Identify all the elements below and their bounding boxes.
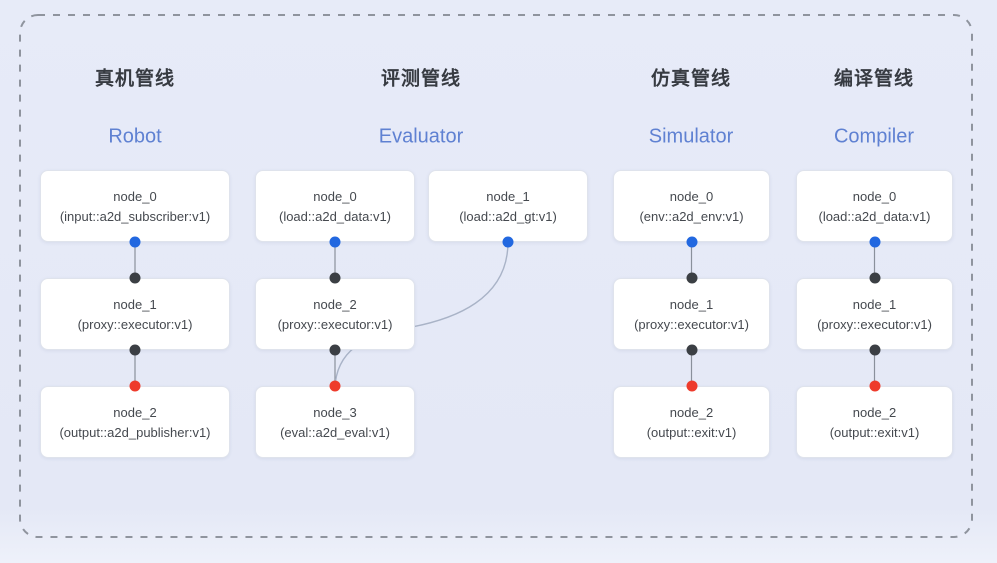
black-port-dot <box>129 344 141 356</box>
node-type: (output::exit:v1) <box>646 424 737 440</box>
node-box-eval-node-2: node_2(proxy::executor:v1) <box>255 278 415 350</box>
node-name: node_3 <box>313 404 357 420</box>
node-type: (proxy::executor:v1) <box>817 316 932 332</box>
node-box-eval-node-3: node_3(eval::a2d_eval:v1) <box>255 386 415 458</box>
blue-port-dot <box>129 236 141 248</box>
red-port-dot <box>329 380 341 392</box>
black-port-dot <box>329 272 341 284</box>
red-port-dot <box>869 380 880 392</box>
node-box-comp-node-1: node_1(proxy::executor:v1) <box>796 278 953 350</box>
pipeline-title-en-robot: Robot <box>108 125 162 148</box>
pipeline-title-zh-compiler: 编译管线 <box>833 68 915 90</box>
black-port-dot <box>686 344 697 356</box>
node-type: (proxy::executor:v1) <box>77 316 193 332</box>
node-name: node_0 <box>313 188 357 204</box>
node-name: node_1 <box>486 188 530 204</box>
node-type: (proxy::executor:v1) <box>634 316 749 332</box>
node-name: node_1 <box>113 296 157 312</box>
node-box-robot-node-2: node_2(output::a2d_publisher:v1) <box>40 386 230 458</box>
blue-port-dot <box>502 236 514 248</box>
node-type: (load::a2d_data:v1) <box>818 208 931 224</box>
node-name: node_0 <box>113 188 157 204</box>
node-box-comp-node-0: node_0(load::a2d_data:v1) <box>796 170 953 242</box>
node-type: (load::a2d_gt:v1) <box>459 208 557 224</box>
node-name: node_2 <box>313 296 357 312</box>
pipeline-title-en-simulator: Simulator <box>648 125 734 148</box>
node-type: (proxy::executor:v1) <box>277 316 393 332</box>
black-port-dot <box>129 272 141 284</box>
pipeline-title-zh-robot: 真机管线 <box>94 68 176 90</box>
blue-port-dot <box>329 236 341 248</box>
node-name: node_2 <box>669 404 714 420</box>
node-type: (eval::a2d_eval:v1) <box>280 424 390 440</box>
node-name: node_2 <box>113 404 157 420</box>
pipeline-title-zh-evaluator: 评测管线 <box>380 68 462 90</box>
blue-port-dot <box>869 236 880 248</box>
black-port-dot <box>869 272 880 284</box>
red-port-dot <box>686 380 697 392</box>
node-type: (load::a2d_data:v1) <box>278 208 392 224</box>
node-box-sim-node-2: node_2(output::exit:v1) <box>613 386 770 458</box>
blue-port-dot <box>686 236 697 248</box>
node-name: node_2 <box>852 404 897 420</box>
node-box-sim-node-1: node_1(proxy::executor:v1) <box>613 278 770 350</box>
node-box-eval-node-0: node_0(load::a2d_data:v1) <box>255 170 415 242</box>
node-box-robot-node-1: node_1(proxy::executor:v1) <box>40 278 230 350</box>
node-name: node_0 <box>852 188 897 204</box>
node-box-robot-node-0: node_0(input::a2d_subscriber:v1) <box>40 170 230 242</box>
node-type: (env::a2d_env:v1) <box>639 208 744 224</box>
node-box-comp-node-2: node_2(output::exit:v1) <box>796 386 953 458</box>
node-type: (output::exit:v1) <box>829 424 920 440</box>
node-name: node_1 <box>669 296 714 312</box>
red-port-dot <box>129 380 141 392</box>
pipeline-title-zh-simulator: 仿真管线 <box>650 68 732 90</box>
node-type: (output::a2d_publisher:v1) <box>59 424 211 440</box>
node-box-eval-node-1: node_1(load::a2d_gt:v1) <box>428 170 588 242</box>
node-name: node_1 <box>852 296 897 312</box>
node-type: (input::a2d_subscriber:v1) <box>59 208 211 224</box>
node-name: node_0 <box>669 188 714 204</box>
dashed-border <box>19 14 973 538</box>
black-port-dot <box>686 272 697 284</box>
pipeline-title-en-compiler: Compiler <box>833 125 915 148</box>
black-port-dot <box>869 344 880 356</box>
node-box-sim-node-0: node_0(env::a2d_env:v1) <box>613 170 770 242</box>
black-port-dot <box>329 344 341 356</box>
pipeline-title-en-evaluator: Evaluator <box>378 125 464 148</box>
